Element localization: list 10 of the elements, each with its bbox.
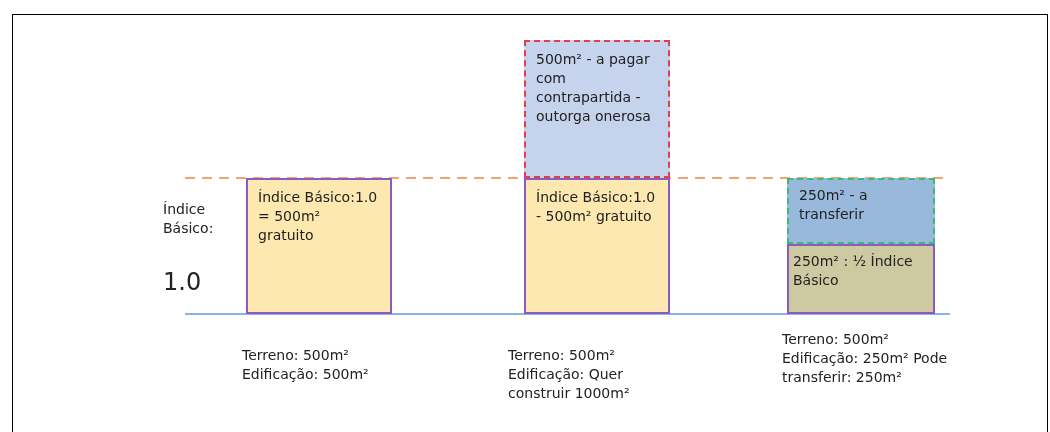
area-block: 500m² - a pagar com contrapartida - outorga onerosa — [524, 40, 670, 178]
area-block: Índice Básico:1.0 - 500m² gratuito — [524, 178, 670, 314]
lot-description: Terreno: 500m² Edificação: 250m² Pode transferir: 250m² — [782, 330, 949, 387]
lot-description: Terreno: 500m² Edificação: 500m² — [242, 346, 370, 384]
area-block: 250m² - a transferir — [787, 178, 935, 244]
index-value: 1.0 — [163, 268, 203, 296]
area-block: Índice Básico:1.0 = 500m² gratuito — [246, 178, 392, 314]
axis-label: Índice Básico: — [163, 200, 215, 238]
area-block: 250m² : ½ Índice Básico — [787, 244, 935, 314]
lot-description: Terreno: 500m² Edificação: Quer construir 1000m² — [508, 346, 631, 403]
